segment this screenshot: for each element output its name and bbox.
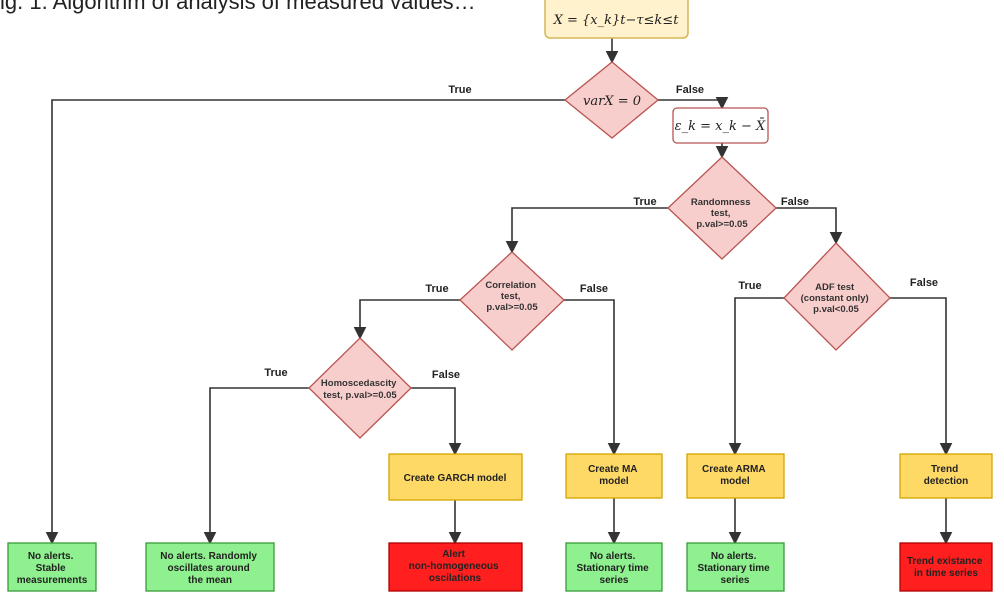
correlation-line-2: test, xyxy=(501,291,521,302)
adf-line-2: (constant only) xyxy=(801,293,869,304)
ma-out-line-3: series xyxy=(600,575,629,586)
svg-text:Trend detection: Trend detection xyxy=(924,464,968,487)
arma-out-line-1: No alerts. xyxy=(711,551,757,562)
arma-line-2: model xyxy=(720,476,750,487)
process-trend: Trend detection xyxy=(899,453,993,499)
start-formula: X = {x_k}t−τ≤k≤t xyxy=(553,13,680,28)
edge-adf-true xyxy=(728,297,784,456)
edge-homo-false xyxy=(411,387,462,456)
label-homo-false: False xyxy=(432,369,460,381)
outcome-trend: Trend existance in time series xyxy=(899,542,993,592)
edge-corr-true xyxy=(353,299,460,340)
stable-line-3: measurements xyxy=(17,575,88,586)
svg-text:Alert non-homogeneous: Alert non-homogeneous oscilations xyxy=(409,549,502,584)
randomness-line-2: test, xyxy=(711,208,731,219)
decision-var-label: varX = 0 xyxy=(583,94,641,109)
edge-random-true xyxy=(505,207,668,254)
trend-line-1: Trend xyxy=(931,464,958,475)
outcome-stable: No alerts. Stable measurements xyxy=(7,542,97,592)
decision-adf: ADF test (constant only) p.val<0.05 xyxy=(783,242,891,351)
svg-text:No alerts. Stationary: No alerts. Stationary time series xyxy=(697,551,772,586)
adf-line-3: p.val<0.05 xyxy=(813,304,859,315)
outcome-ma: No alerts. Stationary time series xyxy=(565,542,663,592)
alert-line-1: Alert xyxy=(442,549,465,560)
label-corr-false: False xyxy=(580,283,608,295)
decision-homoscedascity: Homoscedascity test, p.val>=0.05 xyxy=(308,337,412,439)
stable-line-1: No alerts. xyxy=(28,551,74,562)
edge-var-false xyxy=(658,96,729,110)
adf-line-1: ADF test xyxy=(815,282,855,293)
garch-label: Create GARCH model xyxy=(404,473,507,484)
label-random-true: True xyxy=(633,196,656,208)
ma-out-line-2: Stationary time xyxy=(576,563,649,574)
label-corr-true: True xyxy=(425,283,448,295)
svg-text:No alerts. Randomly os: No alerts. Randomly oscillates around th… xyxy=(160,551,259,586)
ma-line-1: Create MA xyxy=(588,464,637,475)
process-epsilon: ε_k = x_k − X̄ xyxy=(672,107,769,144)
start-node: X = {x_k}t−τ≤k≤t xyxy=(544,0,689,39)
arma-out-line-3: series xyxy=(721,575,750,586)
svg-text:Create ARMA model: Create ARMA model xyxy=(702,464,768,487)
trend-out-line-1: Trend existance xyxy=(907,556,983,567)
svg-text:Trend existance in tim: Trend existance in time series xyxy=(907,556,985,579)
alert-line-2: non-homogeneous xyxy=(409,561,499,572)
edge-var-true xyxy=(45,99,565,545)
arma-out-line-2: Stationary time xyxy=(697,563,770,574)
svg-text:Randomness test,: Randomness test, p.val>=0.05 xyxy=(691,197,753,230)
homoscedascity-line-2: test, p.val>=0.05 xyxy=(323,390,397,401)
correlation-line-3: p.val>=0.05 xyxy=(486,302,538,313)
edge-corr-false xyxy=(564,299,621,456)
process-ma: Create MA model xyxy=(565,453,663,499)
outcome-alert: Alert non-homogeneous oscilations xyxy=(388,542,523,592)
random-out-line-2: oscillates around xyxy=(167,563,249,574)
random-out-line-1: No alerts. Randomly xyxy=(160,551,257,562)
decision-randomness: Randomness test, p.val>=0.05 xyxy=(667,156,777,260)
label-homo-true: True xyxy=(264,367,287,379)
alert-line-3: oscilations xyxy=(429,573,482,584)
process-arma: Create ARMA model xyxy=(686,453,785,499)
branch-labels: True False True False True False True Fa… xyxy=(264,84,938,381)
label-adf-true: True xyxy=(738,280,761,292)
randomness-line-1: Randomness xyxy=(691,197,751,208)
epsilon-formula: ε_k = x_k − X̄ xyxy=(675,118,766,134)
figure-caption-fragment: ig. 1. Algorithm of analysis of measured… xyxy=(0,0,476,14)
correlation-line-1: Correlation xyxy=(485,280,536,291)
edge-homo-true xyxy=(203,387,309,545)
stable-line-2: Stable xyxy=(36,563,66,574)
svg-text:Homoscedascity test, p: Homoscedascity test, p.val>=0.05 xyxy=(321,378,399,401)
label-var-false: False xyxy=(676,84,704,96)
process-garch: Create GARCH model xyxy=(388,453,523,501)
label-var-true: True xyxy=(448,84,471,96)
svg-text:No alerts. Stable: No alerts. Stable measurements xyxy=(17,551,88,586)
homoscedascity-line-1: Homoscedascity xyxy=(321,378,397,389)
edge-random-false xyxy=(776,207,843,245)
outcome-arma: No alerts. Stationary time series xyxy=(686,542,785,592)
svg-text:No alerts. Stationary: No alerts. Stationary time series xyxy=(576,551,651,586)
random-out-line-3: the mean xyxy=(188,575,232,586)
ma-out-line-1: No alerts. xyxy=(590,551,636,562)
label-adf-false: False xyxy=(910,277,938,289)
decision-correlation: Correlation test, p.val>=0.05 xyxy=(459,251,565,351)
randomness-line-3: p.val>=0.05 xyxy=(696,219,748,230)
svg-text:ADF test (constant onl: ADF test (constant only) p.val<0.05 xyxy=(801,282,872,315)
outcome-random: No alerts. Randomly oscillates around th… xyxy=(145,542,275,592)
trend-out-line-2: in time series xyxy=(914,568,978,579)
svg-text:Correlation test,: Correlation test, p.val>=0.05 xyxy=(485,280,538,313)
trend-line-2: detection xyxy=(924,476,968,487)
decision-var: varX = 0 xyxy=(563,61,660,139)
arma-line-1: Create ARMA xyxy=(702,464,765,475)
label-random-false: False xyxy=(781,196,809,208)
svg-text:Create MA model: Create MA model xyxy=(588,464,640,487)
edges xyxy=(45,38,953,545)
edge-adf-false xyxy=(890,297,953,456)
ma-line-2: model xyxy=(599,476,629,487)
